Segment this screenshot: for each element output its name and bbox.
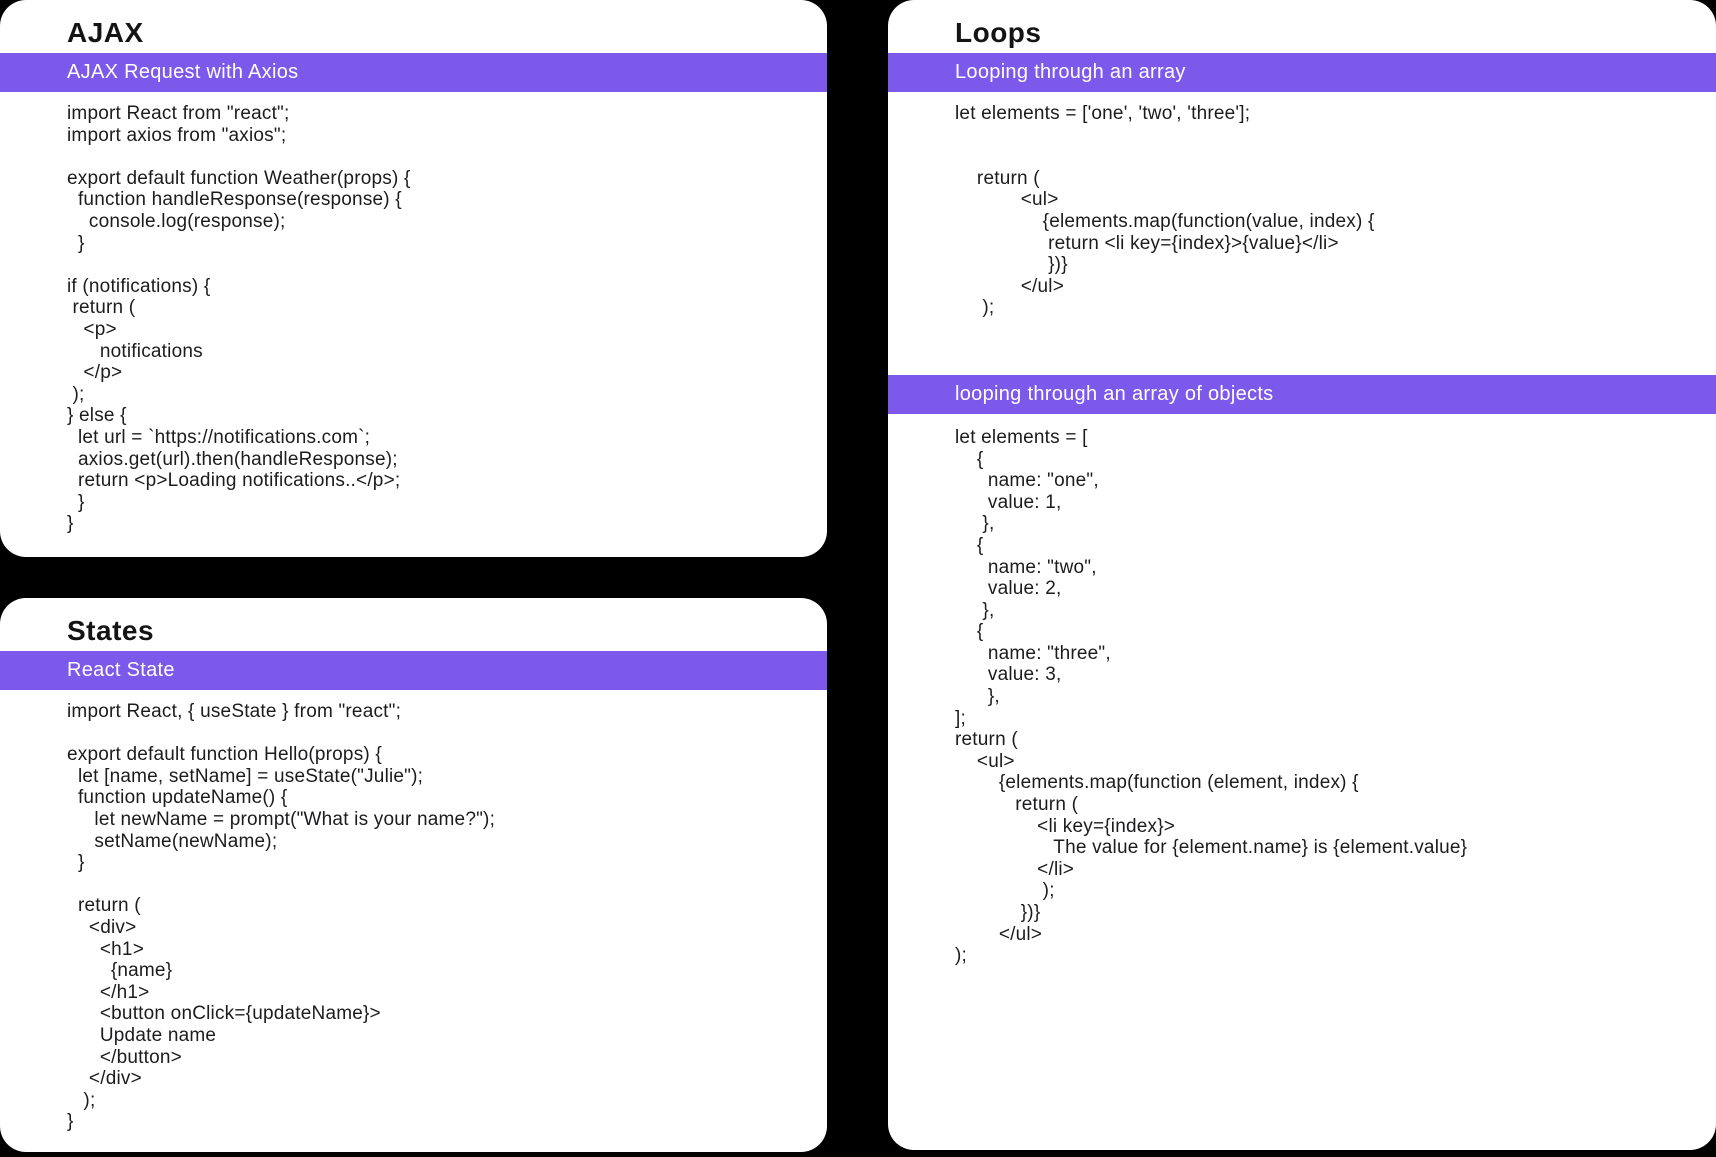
section-heading-bar: looping through an array of objects [888,374,1716,414]
section-heading-bar: Looping through an array [888,53,1716,92]
section-heading: React State [67,659,175,681]
card-ajax: AJAX AJAX Request with Axios import Reac… [0,0,827,557]
section-heading: Looping through an array [955,61,1186,83]
section-heading: looping through an array of objects [955,382,1274,405]
card-states: States React State import React, { useSt… [0,598,827,1152]
card-ajax-title: AJAX [67,17,144,48]
card-states-title: States [67,615,155,646]
card-loops-title: Loops [955,17,1042,48]
code-block: let elements = [ { name: "one", value: 1… [955,426,1468,967]
section-heading-bar: React State [0,651,827,690]
card-loops: Loops Looping through an array let eleme… [888,0,1716,1150]
code-block: import React, { useState } from "react";… [67,701,496,1133]
code-block: let elements = ['one', 'two', 'three']; … [955,103,1375,319]
section-heading-bar: AJAX Request with Axios [0,53,827,92]
code-block: import React from "react"; import axios … [67,103,411,535]
section-heading: AJAX Request with Axios [67,61,299,83]
